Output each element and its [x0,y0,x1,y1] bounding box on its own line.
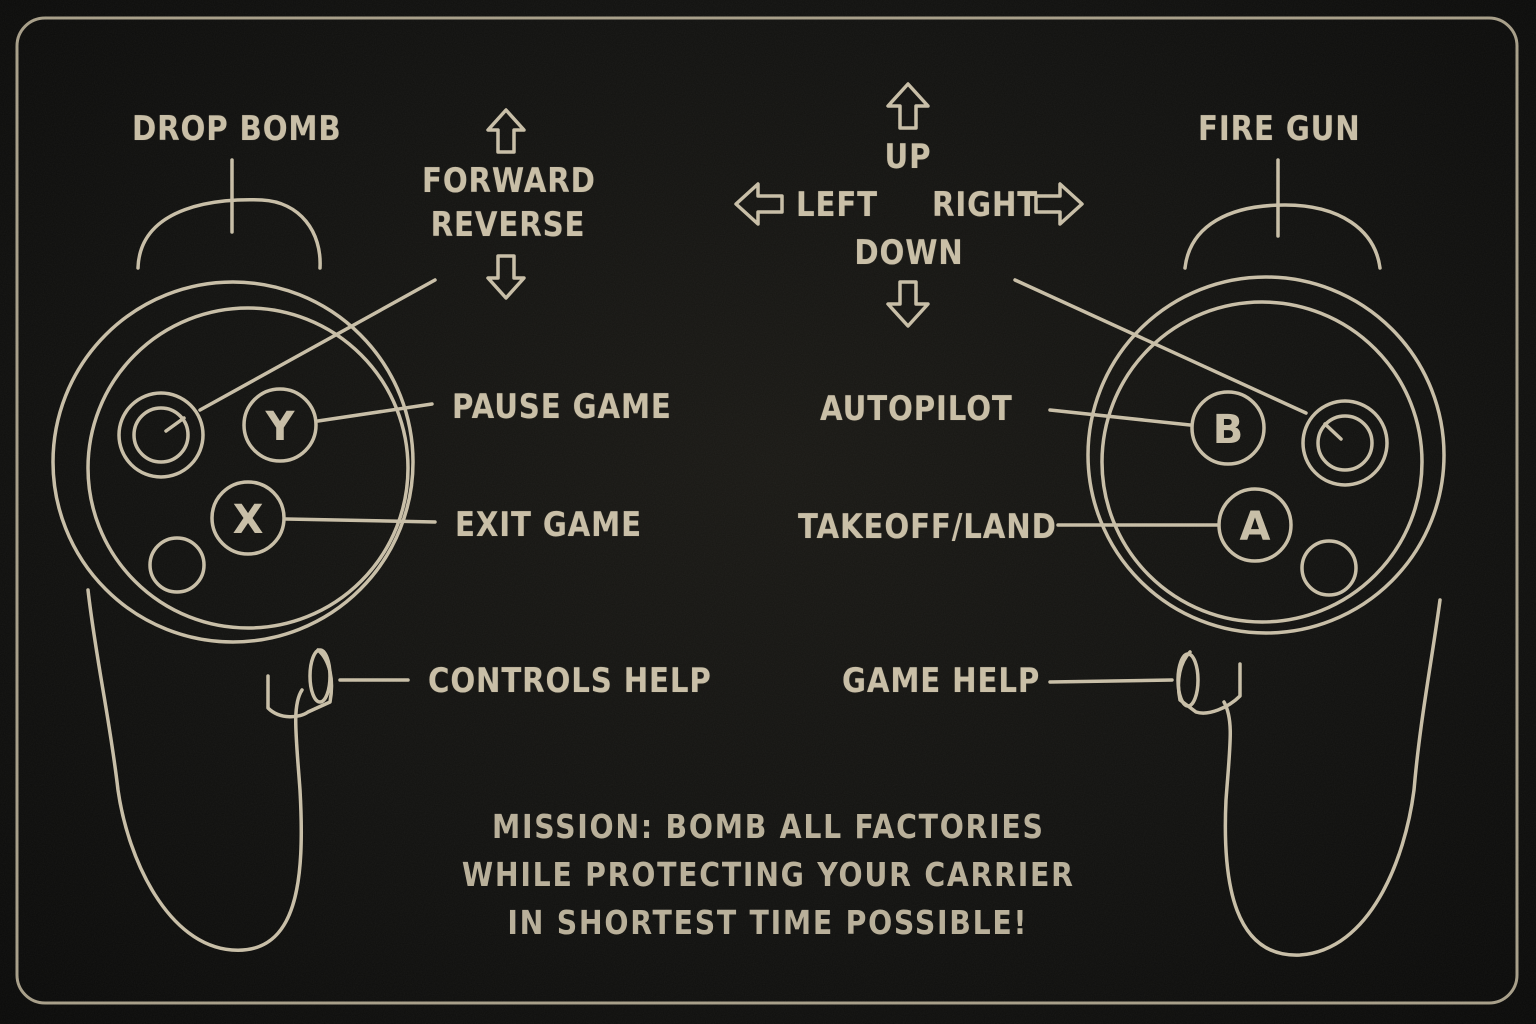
autopilot-label: AUTOPILOT [820,389,1013,429]
reverse-label: REVERSE [430,205,586,245]
down-label: DOWN [854,233,964,273]
mission-line-2-text: WHILE PROTECTING YOUR CARRIER [461,855,1075,894]
exit-game-label: EXIT GAME [455,505,642,545]
mission-line-1-text: MISSION: BOMB ALL FACTORIES [491,807,1045,846]
drop-bomb-label: DROP BOMB [132,109,342,149]
left-label: LEFT [796,185,878,225]
forward-label: FORWARD [422,161,596,201]
mission-line-3: IN SHORTEST TIME POSSIBLE! [0,906,1536,939]
game-help-label: GAME HELP [842,661,1041,701]
mission-line-1: MISSION: BOMB ALL FACTORIES [0,810,1536,843]
right-label: RIGHT [932,185,1039,225]
mission-line-3-text: IN SHORTEST TIME POSSIBLE! [507,903,1029,942]
pause-game-label: PAUSE GAME [452,387,672,427]
mission-line-2: WHILE PROTECTING YOUR CARRIER [0,858,1536,891]
up-label: UP [884,137,932,177]
fire-gun-label: FIRE GUN [1198,109,1361,149]
takeoff-land-label: TAKEOFF/LAND [798,507,1057,547]
controls-help-label: CONTROLS HELP [428,661,712,701]
